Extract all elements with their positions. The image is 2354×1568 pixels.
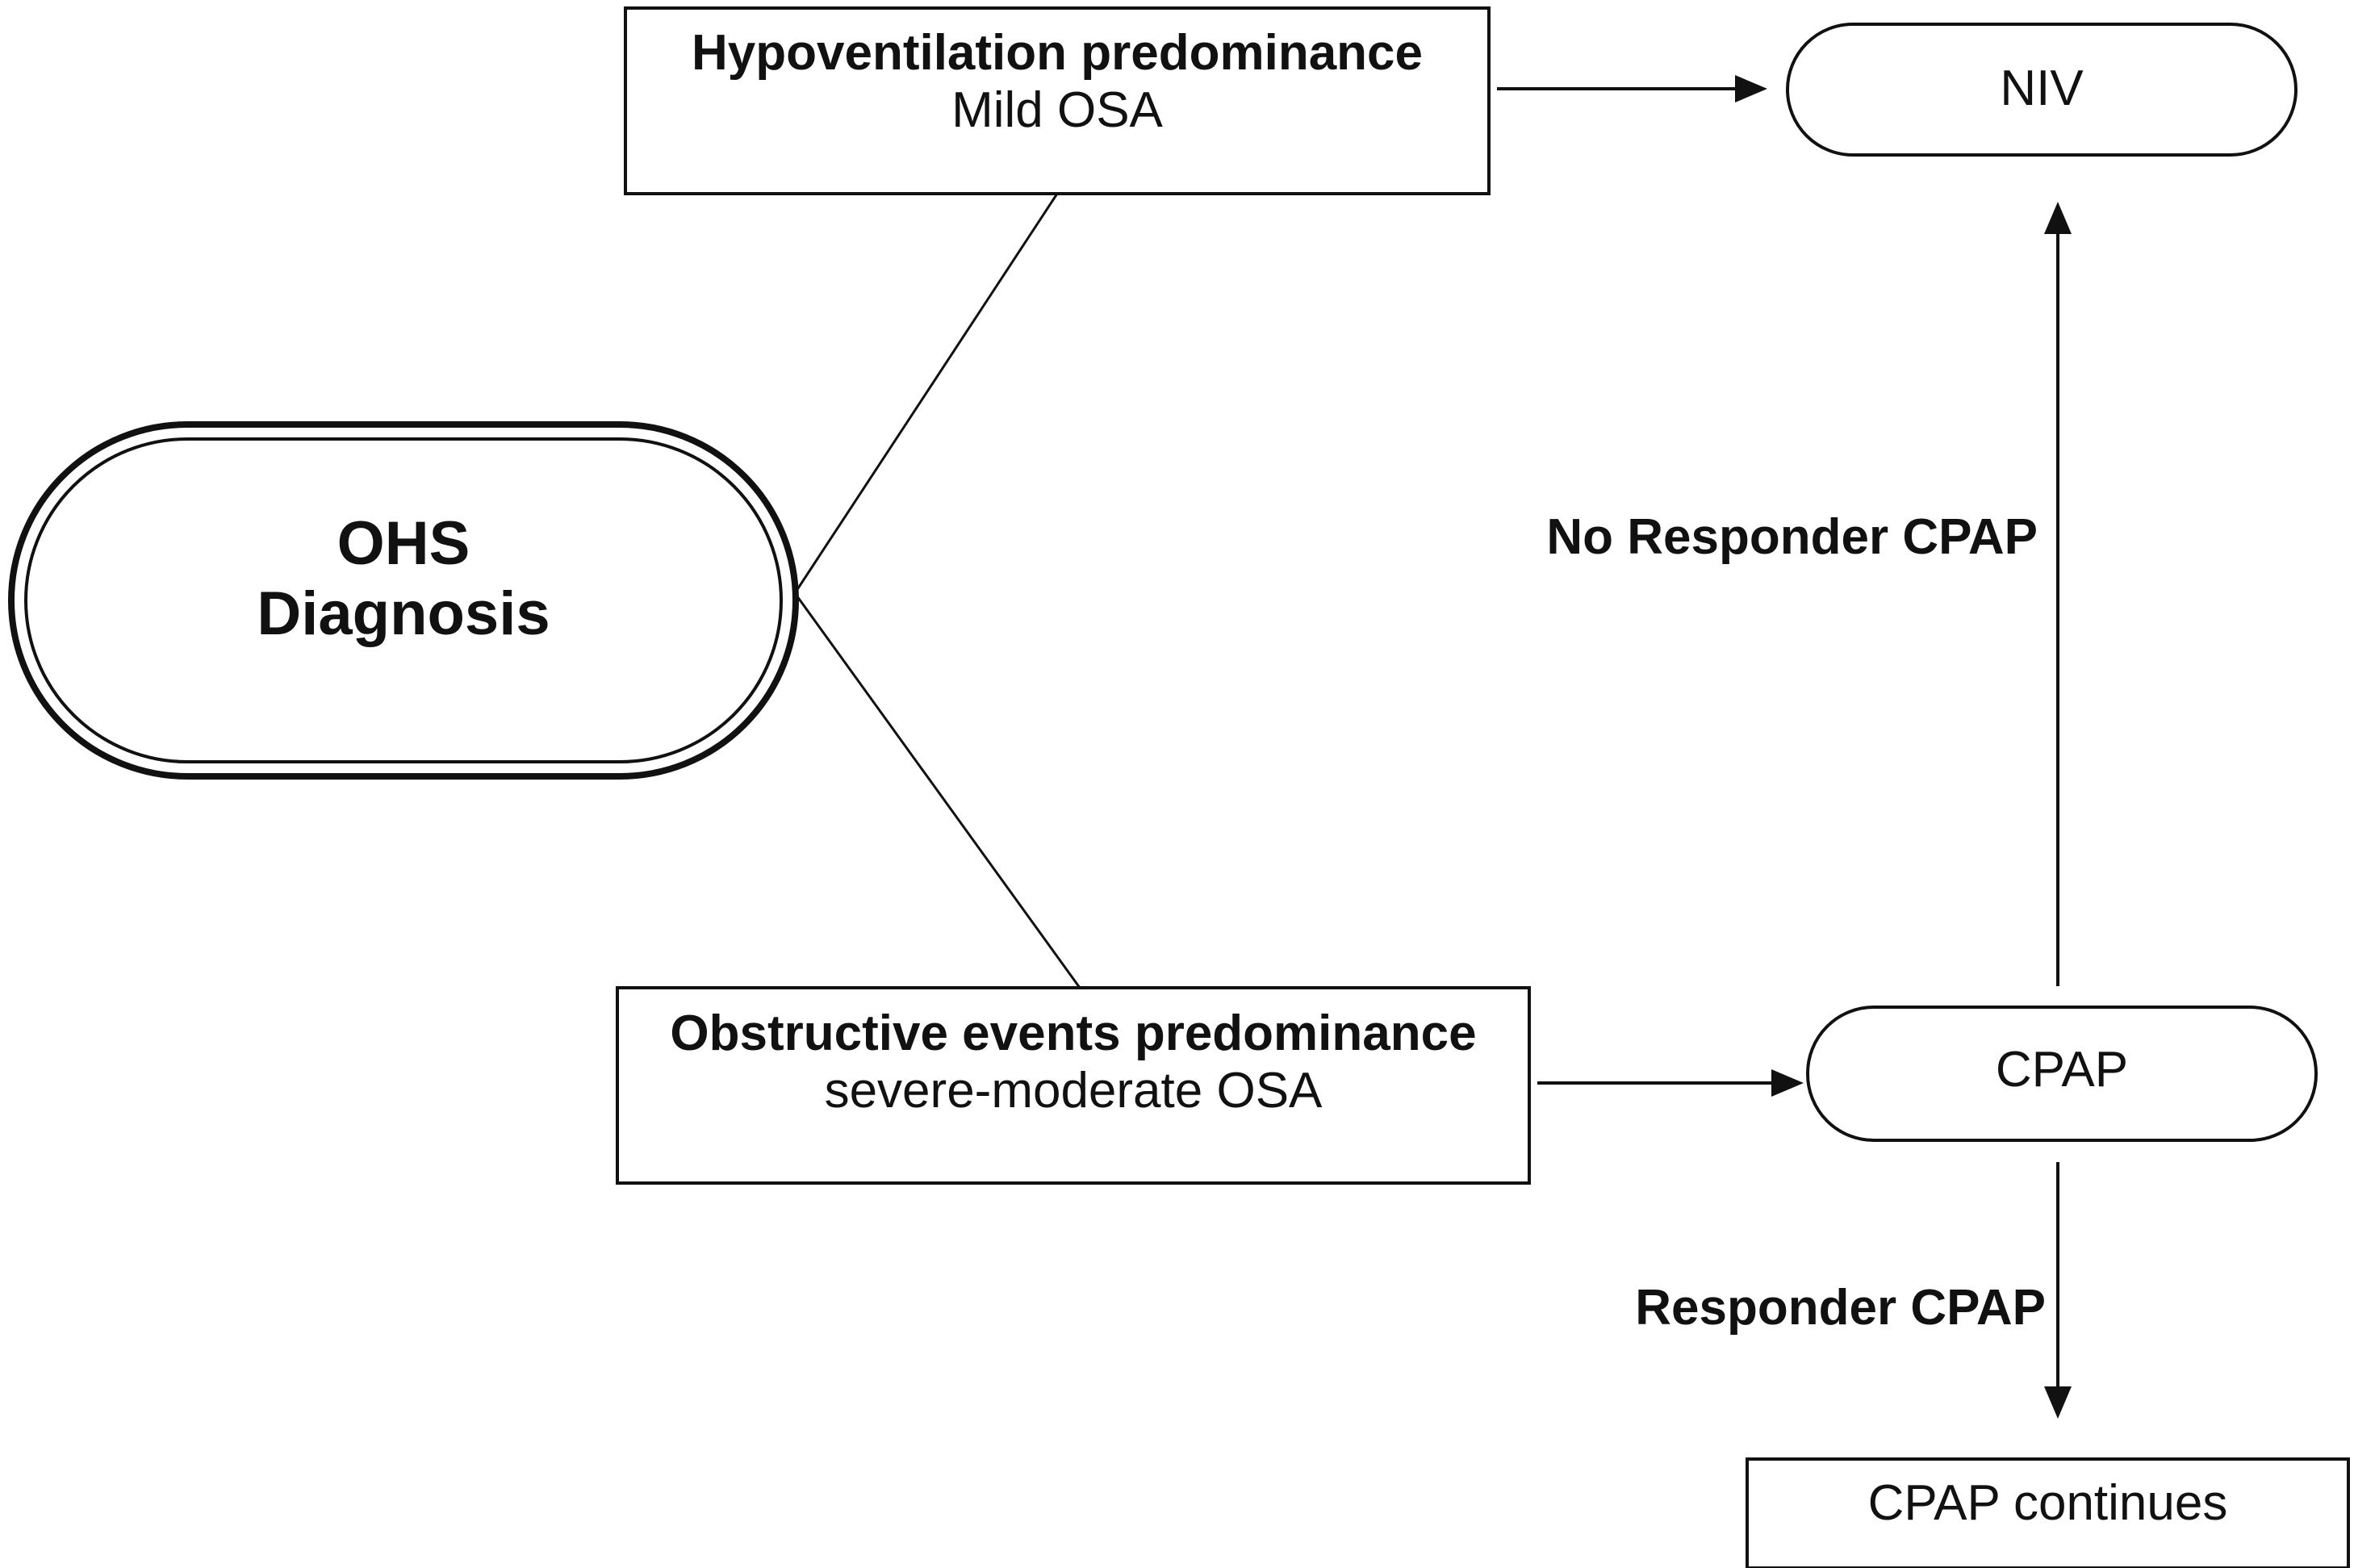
niv-label: NIV (2000, 61, 2084, 116)
obstructive-title: Obstructive events predominance (670, 1006, 1477, 1061)
hypoventilation-subtitle: Mild OSA (951, 82, 1163, 139)
arrowhead-cpap-to-niv (2044, 202, 2072, 234)
edge-label-responder-cpap: Responder CPAP (1635, 1280, 2046, 1336)
hypoventilation-title: Hypoventilation predominance (691, 25, 1424, 81)
arrowhead-cpap-to-cpap-continues (2044, 1386, 2072, 1419)
niv-node: NIV (1787, 60, 2296, 117)
obstructive-node: Obstructive events predominance severe-m… (617, 1005, 1529, 1120)
niv-node-border (1786, 23, 2298, 157)
ohs-diagnosis-line2: Diagnosis (257, 579, 550, 649)
hypoventilation-node: Hypoventilation predominance Mild OSA (625, 24, 1489, 140)
cpap-continues-label: CPAP continues (1867, 1475, 2228, 1531)
arrowhead-obstructive-to-cpap (1771, 1069, 1804, 1097)
cpap-node-border (1806, 1006, 2318, 1142)
cpap-continues-node: CPAP continues (1747, 1474, 2348, 1532)
cpap-node: CPAP (1808, 1041, 2316, 1098)
ohs-diagnosis-line1: OHS (337, 509, 470, 578)
ohs-diagnosis-inner-border (24, 437, 783, 763)
obstructive-box (616, 986, 1531, 1185)
edge-label-no-responder-cpap: No Responder CPAP (1546, 509, 2038, 565)
ohs-diagnosis-outer-border (8, 421, 799, 780)
cpap-continues-box (1746, 1457, 2350, 1568)
ohs-diagnosis-node: OHS Diagnosis (32, 508, 775, 650)
connector-ohs-to-hypoventilation (793, 193, 1059, 594)
cpap-label: CPAP (1995, 1042, 2129, 1098)
connector-ohs-to-obstructive (793, 592, 1081, 989)
arrowhead-hypoventilation-to-niv (1735, 75, 1767, 102)
hypoventilation-box (624, 6, 1491, 195)
obstructive-subtitle: severe-moderate OSA (824, 1063, 1323, 1119)
